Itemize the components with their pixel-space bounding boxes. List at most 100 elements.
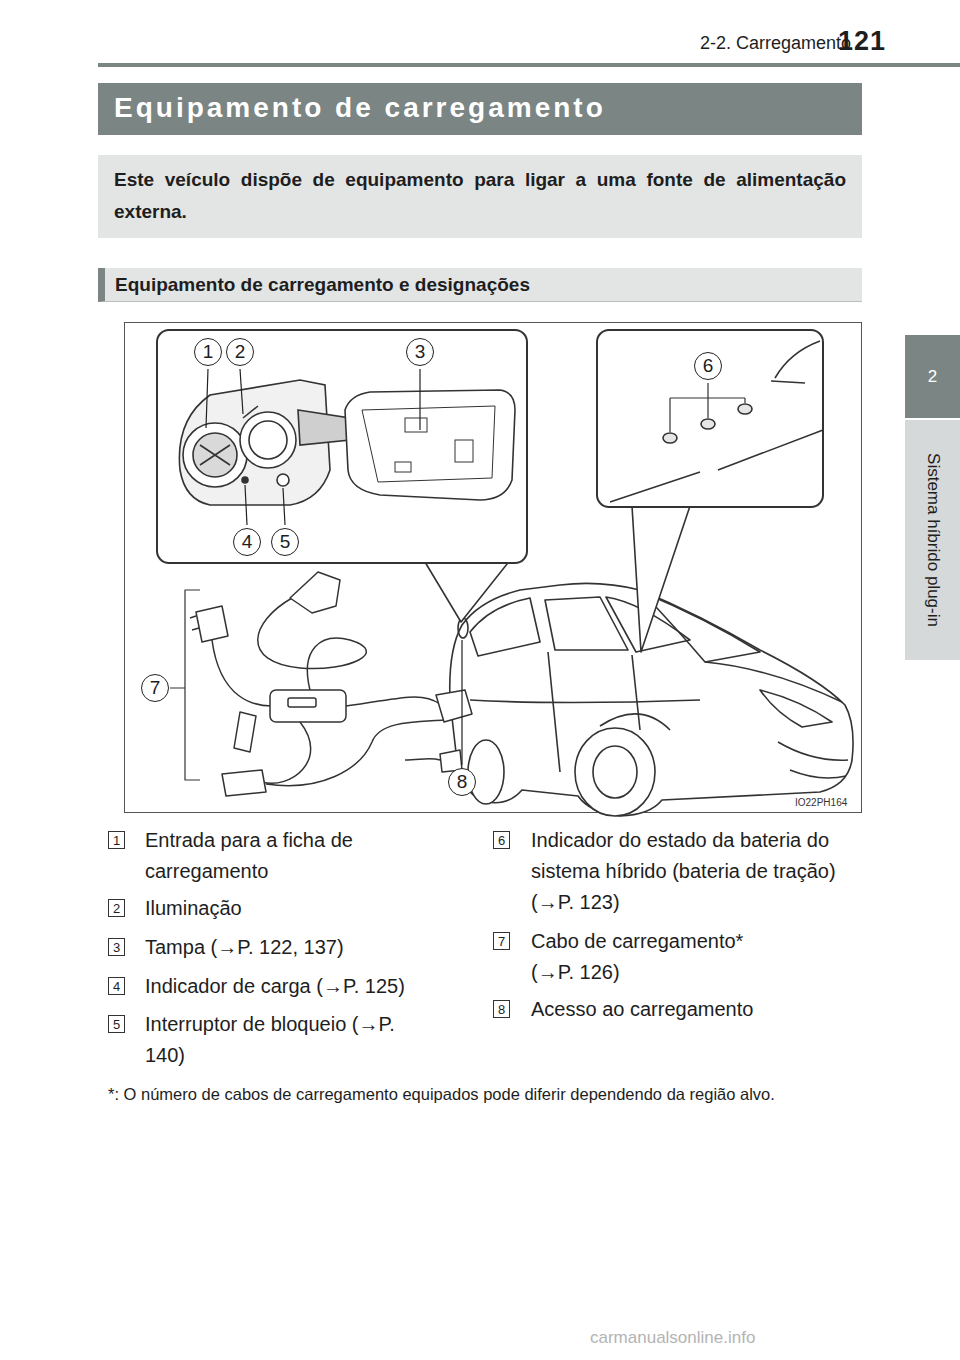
chapter-band: Sistema híbrido plug-in	[905, 420, 960, 660]
port-zoom	[242, 477, 248, 483]
car-drawing	[470, 598, 540, 656]
charging-cable	[170, 572, 472, 796]
charging-cable	[290, 572, 340, 613]
part-name: Tampa (→P. 122, 137)	[145, 932, 470, 963]
charging-cable	[196, 606, 228, 642]
leader-line	[245, 485, 247, 525]
part-name: Indicador de carga (→P. 125)	[145, 971, 470, 1002]
title-band: Equipamento de carregamento	[98, 83, 862, 135]
figure-code: IO22PH164	[795, 797, 847, 808]
car-drawing	[778, 742, 848, 760]
callout-number: 2	[226, 338, 254, 366]
port-zoom	[455, 440, 473, 462]
port-zoom	[183, 423, 247, 487]
leader-line	[461, 640, 462, 765]
indicator-zoom	[663, 433, 677, 443]
callout-number: 6	[694, 352, 722, 380]
indicator-zoom	[597, 330, 823, 507]
callout-number: 3	[406, 338, 434, 366]
node-text: Equipamento de carregamento e designaçõe…	[115, 274, 852, 296]
list-number: 4	[108, 977, 125, 995]
node-text: Sistema híbrido plug-in	[923, 453, 943, 627]
port-zoom	[249, 421, 287, 459]
indicator-zoom	[738, 404, 752, 414]
header-rule	[98, 63, 960, 67]
callout-number: 7	[141, 674, 169, 702]
zoom-pointers	[632, 506, 690, 652]
list-number: 8	[493, 1000, 510, 1018]
section-title: Equipamento de carregamento	[114, 92, 606, 123]
port-zoom	[395, 462, 411, 472]
port-zoom	[362, 406, 495, 482]
charging-cable	[436, 690, 472, 722]
car-drawing	[632, 655, 640, 730]
list-number: 7	[493, 932, 510, 950]
car-drawing	[600, 714, 670, 730]
charging-cable	[212, 640, 272, 706]
part-name: Iluminação	[145, 893, 470, 924]
charging-cable	[262, 722, 311, 783]
car-drawing	[593, 746, 637, 798]
part-name: Acesso ao carregamento	[531, 994, 856, 1025]
footnote: *: O número de cabos de carregamento equ…	[108, 1080, 860, 1108]
indicator-zoom	[670, 383, 745, 432]
indicator-zoom	[597, 330, 823, 507]
node-text: Este veículo dispõe de equipamento para …	[114, 164, 846, 228]
charging-cable	[288, 698, 316, 707]
watermark: carmanualsonline.info	[590, 1328, 755, 1348]
charging-cable	[222, 770, 266, 796]
car-drawing	[642, 592, 760, 662]
port-zoom	[345, 390, 515, 500]
car-drawing	[760, 690, 832, 727]
callout-number: 8	[448, 768, 476, 796]
car-drawing	[790, 770, 846, 778]
port-zoom	[243, 406, 258, 418]
list-number: 5	[108, 1015, 125, 1033]
charging-cable	[270, 690, 346, 722]
car-drawing	[705, 662, 842, 702]
indicator-zoom	[701, 419, 715, 429]
subheading-band: Equipamento de carregamento e designaçõe…	[98, 268, 862, 302]
part-name: Indicador do estado da bateria do sistem…	[531, 825, 861, 918]
port-zoom	[200, 445, 230, 465]
callout-number: 4	[233, 528, 261, 556]
part-name: Cabo de carregamento* (→P. 126)	[531, 926, 786, 988]
charging-cable	[190, 616, 199, 630]
indicator-zoom	[718, 430, 823, 470]
charging-cable	[170, 590, 200, 780]
list-number: 6	[493, 831, 510, 849]
port-zoom	[298, 410, 350, 445]
car-drawing	[468, 740, 504, 804]
part-name: Interruptor de bloqueio (→P. 140)	[145, 1009, 435, 1071]
indicator-zoom	[771, 381, 805, 383]
list-number: 1	[108, 831, 125, 849]
chapter-tab: 2	[905, 335, 960, 418]
callout-number: 5	[271, 528, 299, 556]
callout-number: 1	[194, 338, 222, 366]
leader-line	[240, 369, 243, 414]
indicator-zoom	[610, 472, 700, 502]
leader-line	[419, 369, 420, 430]
leader-line	[206, 369, 462, 765]
part-name: Entrada para a ficha de carregamento	[145, 825, 470, 887]
leader-line	[206, 369, 208, 428]
charging-cable	[266, 720, 444, 786]
car-drawing	[545, 597, 628, 650]
list-number: 2	[108, 899, 125, 917]
list-number: 3	[108, 938, 125, 956]
car-drawing	[548, 652, 560, 772]
charging-cable	[346, 697, 440, 706]
port-zoom	[405, 418, 427, 432]
car-drawing	[470, 700, 700, 703]
indicator-zoom	[775, 341, 820, 378]
charging-cable	[405, 759, 440, 760]
intro-box: Este veículo dispõe de equipamento para …	[98, 155, 862, 238]
running-header: 2-2. Carregamento	[700, 33, 851, 54]
header-rule	[98, 63, 960, 67]
leader-line	[283, 488, 285, 525]
port-zoom	[277, 474, 289, 486]
charging-cable	[234, 712, 256, 752]
car-drawing	[575, 728, 655, 816]
port-zoom	[240, 412, 296, 468]
